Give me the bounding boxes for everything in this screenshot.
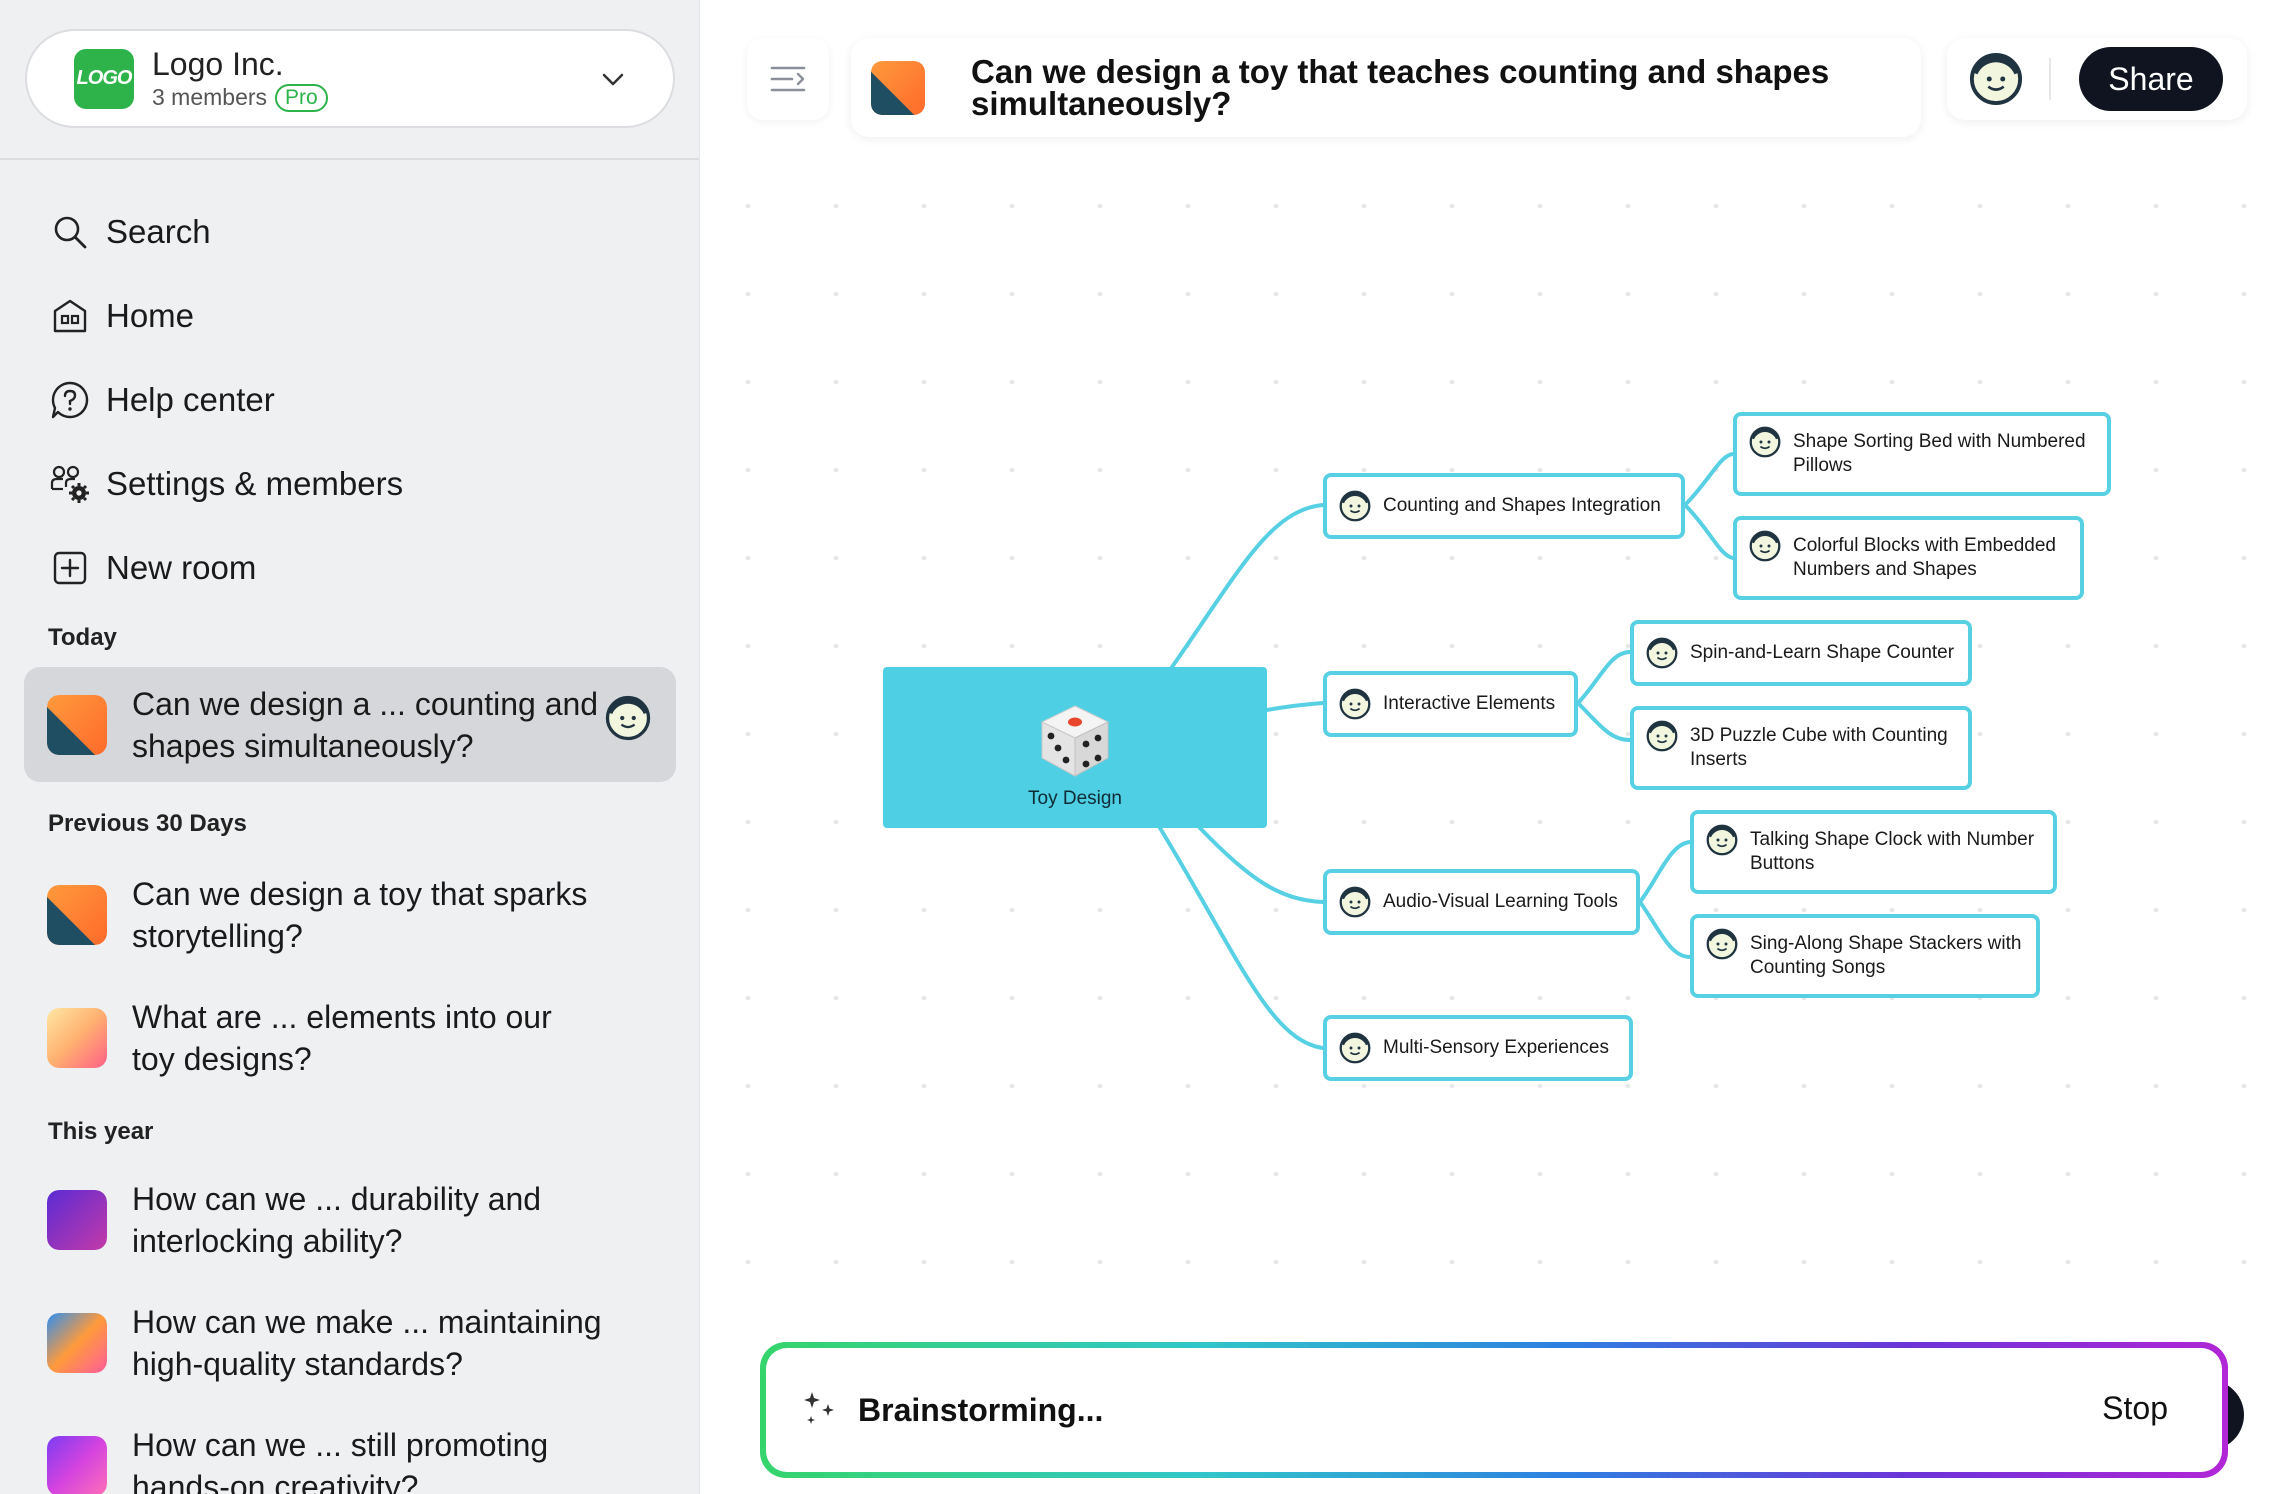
page-title: Can we design a toy that teaches countin…: [971, 52, 1830, 122]
node-label: Interactive Elements: [1383, 693, 1556, 714]
brainstorm-status-bar: Brainstorming... Stop: [760, 1342, 2228, 1478]
ai-avatar-icon: [1749, 426, 1781, 458]
node-label: Shape Sorting Bed with Numbered Pillows: [1793, 431, 2086, 476]
mindmap-leaf-node[interactable]: Spin-and-Learn Shape Counter: [1630, 620, 1972, 686]
node-label: Counting and Shapes Integration: [1383, 495, 1661, 516]
nav-new-room[interactable]: New room: [48, 526, 403, 610]
room-thumbnail: [871, 60, 925, 115]
node-label: Spin-and-Learn Shape Counter: [1690, 642, 1955, 663]
share-panel: Share: [1947, 38, 2247, 120]
nav-search[interactable]: Search: [48, 190, 403, 274]
room-item[interactable]: Can we design a toy that sparks storytel…: [24, 865, 676, 965]
avatar[interactable]: [1969, 52, 2023, 106]
nav-new-room-label: New room: [106, 549, 257, 586]
room-item[interactable]: How can we make ... maintaining high-qua…: [24, 1293, 676, 1393]
home-icon: [48, 294, 92, 338]
room-title: How can we make ... maintaining high-qua…: [132, 1304, 602, 1382]
room-item[interactable]: How can we ... still promoting hands-on …: [24, 1416, 676, 1494]
root-label: Toy Design: [1028, 788, 1122, 809]
room-item-active[interactable]: Can we design a ... counting and shapes …: [24, 667, 676, 782]
section-previous-30-days: Previous 30 Days: [48, 810, 247, 837]
mindmap-leaf-node[interactable]: Talking Shape Clock with Number Buttons: [1690, 810, 2057, 894]
org-logo-text: LOGO: [76, 67, 133, 89]
room-thumbnail: [47, 1313, 107, 1373]
dice-icon: [1040, 705, 1110, 777]
pro-badge: Pro: [275, 83, 328, 112]
sidebar-toggle-button[interactable]: [747, 38, 829, 120]
room-thumbnail: [47, 1436, 107, 1494]
room-thumbnail: [47, 885, 107, 945]
help-icon: [48, 378, 92, 422]
chevron-down-icon[interactable]: [599, 65, 627, 93]
mindmap-leaf-node[interactable]: 3D Puzzle Cube with Counting Inserts: [1630, 706, 1972, 790]
search-icon: [48, 210, 92, 254]
org-logo: LOGO: [74, 48, 134, 109]
sidebar-divider: [0, 158, 699, 160]
sidebar-nav: Search Home Help center Settings & membe…: [48, 190, 403, 610]
mindmap-leaf-node[interactable]: Sing-Along Shape Stackers with Counting …: [1690, 914, 2040, 998]
node-label: Sing-Along Shape Stackers with Counting …: [1750, 933, 2022, 978]
ai-avatar-icon: [1749, 530, 1781, 562]
room-title-card[interactable]: Can we design a toy that teaches countin…: [851, 38, 1921, 137]
mindmap-branch-node[interactable]: Counting and Shapes Integration: [1323, 473, 1685, 539]
brainstorm-label: Brainstorming...: [858, 1391, 1104, 1428]
ai-avatar-icon: [1646, 720, 1678, 752]
nav-settings-members[interactable]: Settings & members: [48, 442, 403, 526]
nav-help-label: Help center: [106, 381, 275, 418]
ai-avatar-icon: [1339, 688, 1371, 720]
room-thumbnail: [47, 1008, 107, 1068]
section-this-year: This year: [48, 1118, 154, 1145]
org-switcher[interactable]: LOGO Logo Inc. 3 members Pro: [25, 29, 675, 128]
ai-avatar-icon: [1339, 1032, 1371, 1064]
ai-avatar-icon: [1339, 886, 1371, 918]
node-label: Colorful Blocks with Embedded Numbers an…: [1793, 535, 2056, 580]
mindmap-leaf-node[interactable]: Shape Sorting Bed with Numbered Pillows: [1733, 412, 2111, 496]
nav-search-label: Search: [106, 213, 211, 250]
room-title: How can we ... durability and interlocki…: [132, 1181, 542, 1259]
section-today: Today: [48, 624, 117, 651]
room-item[interactable]: How can we ... durability and interlocki…: [24, 1170, 676, 1270]
room-thumbnail: [47, 694, 107, 755]
divider: [2049, 58, 2051, 100]
sidebar: LOGO Logo Inc. 3 members Pro Search Home: [0, 0, 700, 1494]
nav-help-center[interactable]: Help center: [48, 358, 403, 442]
mindmap-branch-node[interactable]: Multi-Sensory Experiences: [1323, 1015, 1633, 1081]
room-title: How can we ... still promoting hands-on …: [132, 1427, 549, 1494]
ai-avatar-icon: [1706, 824, 1738, 856]
org-members: 3 members: [152, 84, 268, 110]
org-name: Logo Inc.: [152, 45, 284, 82]
mindmap-branch-node[interactable]: Interactive Elements: [1323, 671, 1578, 737]
node-label: 3D Puzzle Cube with Counting Inserts: [1690, 725, 1948, 770]
nav-settings-label: Settings & members: [106, 465, 404, 502]
room-title: Can we design a toy that sparks storytel…: [132, 876, 588, 954]
ai-avatar-icon: [1339, 490, 1371, 522]
stop-button[interactable]: Stop: [2102, 1390, 2168, 1426]
node-label: Audio-Visual Learning Tools: [1383, 891, 1618, 912]
node-label: Multi-Sensory Experiences: [1383, 1037, 1609, 1058]
sparkle-icon: [804, 1392, 834, 1424]
ai-avatar-icon: [1706, 928, 1738, 960]
plus-square-icon: [48, 546, 92, 590]
nav-home[interactable]: Home: [48, 274, 403, 358]
mindmap-root-node[interactable]: Toy Design: [883, 667, 1267, 828]
room-item[interactable]: What are ... elements into our toy desig…: [24, 988, 676, 1088]
share-button[interactable]: Share: [2079, 47, 2223, 111]
nav-home-label: Home: [106, 297, 195, 334]
mindmap-branch-node[interactable]: Audio-Visual Learning Tools: [1323, 869, 1640, 935]
room-title: What are ... elements into our toy desig…: [132, 999, 552, 1077]
ai-avatar-icon: [1646, 637, 1678, 669]
collapse-menu-icon: [770, 66, 806, 92]
settings-members-icon: [48, 462, 92, 506]
room-thumbnail: [47, 1190, 107, 1250]
node-label: Talking Shape Clock with Number Buttons: [1750, 829, 2035, 874]
room-title: Can we design a ... counting and shapes …: [132, 685, 599, 764]
mindmap-leaf-node[interactable]: Colorful Blocks with Embedded Numbers an…: [1733, 516, 2084, 600]
